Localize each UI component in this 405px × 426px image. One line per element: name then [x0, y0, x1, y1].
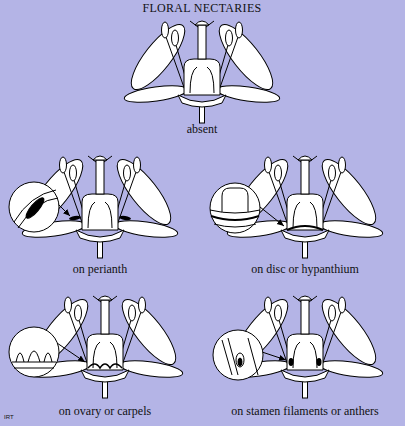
diagram-title: FLORAL NECTARIES [142, 1, 261, 15]
zoom-circle [9, 182, 286, 380]
caption-label: on disc or hypanthium [251, 262, 359, 276]
caption-label: on perianth [73, 262, 127, 276]
caption-label: on ovary or carpels [59, 404, 151, 418]
nectary-ovary [88, 364, 122, 368]
caption-label: on stamen filaments or anthers [231, 404, 378, 418]
caption-label: absent [187, 122, 218, 136]
watermark: IRT [4, 413, 14, 421]
flower-absent [123, 17, 281, 123]
nectary-mark [69, 215, 131, 221]
nectary-disc [287, 226, 323, 230]
nectary-stamen [289, 358, 322, 366]
flower-stamen [226, 292, 384, 398]
